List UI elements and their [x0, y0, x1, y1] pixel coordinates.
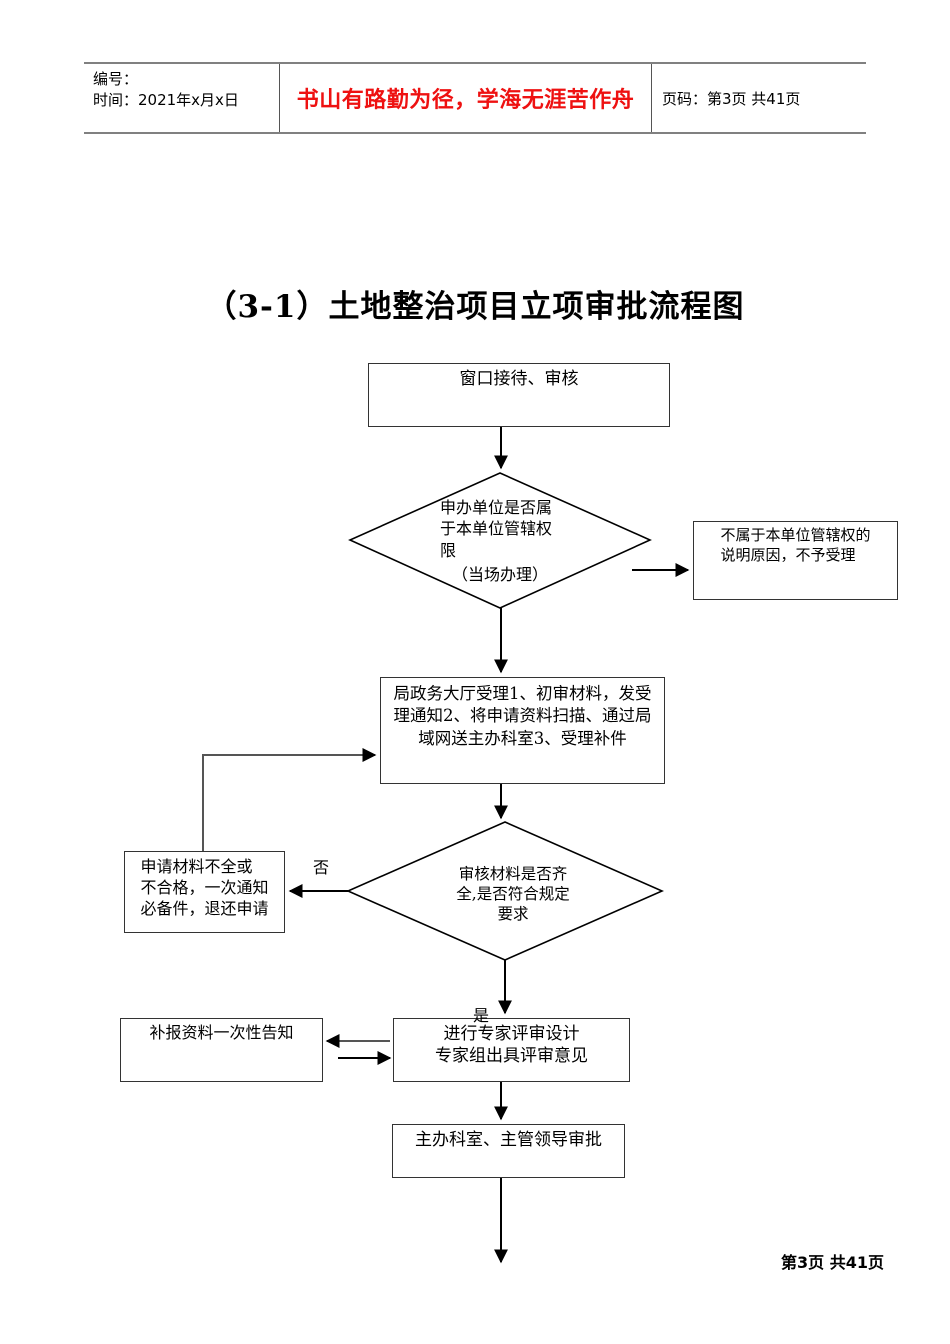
node-window-reception: 窗口接待、审核	[368, 363, 670, 427]
node-hall-acceptance-text: 局政务大厅受理1、初审材料，发受 理通知2、将申请资料扫描、通过局 域网送主办科…	[393, 684, 652, 748]
header-page-indicator: 页码：第3页 共41页	[662, 89, 801, 108]
node-department-approval-text: 主办科室、主管领导审批	[415, 1130, 602, 1150]
footer-page-number: 第3页 共41页	[781, 1253, 884, 1272]
node-department-approval: 主办科室、主管领导审批	[392, 1124, 625, 1178]
node-window-reception-text: 窗口接待、审核	[459, 369, 579, 389]
node-expert-review: 进行专家评审设计 专家组出具评审意见	[393, 1018, 630, 1082]
header-time-label: 时间：2021年x月x日	[93, 91, 239, 110]
node-reject-notice: 不属于本单位管辖权的 说明原因，不予受理	[693, 521, 898, 600]
page-title: （3-1）土地整治项目立项审批流程图	[205, 289, 745, 325]
node-expert-review-text: 进行专家评审设计 专家组出具评审意见	[435, 1024, 588, 1067]
edge-label-no: 否	[313, 858, 330, 877]
header-slogan-text: 书山有路勤为径，学海无涯苦作舟	[296, 87, 635, 113]
node-supplement-notice-text: 补报资料一次性告知	[149, 1023, 294, 1042]
header-cell-code: 编号： 时间：2021年x月x日	[84, 64, 280, 132]
node-hall-acceptance: 局政务大厅受理1、初审材料，发受 理通知2、将申请资料扫描、通过局 域网送主办科…	[380, 677, 665, 784]
connector-incomplete-feedback-loop	[202, 748, 377, 851]
header-cell-slogan: 书山有路勤为径，学海无涯苦作舟	[280, 64, 652, 132]
edge-label-yes: 是	[473, 1006, 490, 1025]
node-jurisdiction-decision-subtext: （当场办理）	[452, 565, 549, 584]
header-cell-page-indicator: 页码：第3页 共41页	[652, 64, 866, 132]
node-supplement-notice: 补报资料一次性告知	[120, 1018, 323, 1082]
node-incomplete-material-text: 申请材料不全或 不合格，一次通知 必备件，退还申请	[140, 857, 269, 919]
document-header-table: 编号： 时间：2021年x月x日 书山有路勤为径，学海无涯苦作舟 页码：第3页 …	[84, 62, 866, 134]
node-incomplete-material: 申请材料不全或 不合格，一次通知 必备件，退还申请	[124, 851, 285, 933]
node-material-check-decision-text: 审核材料是否齐 全,是否符合规定 要求	[456, 865, 570, 924]
node-reject-notice-text: 不属于本单位管辖权的 说明原因，不予受理	[720, 526, 871, 564]
header-code-label: 编号：	[93, 70, 139, 88]
node-jurisdiction-decision-text: 申办单位是否属 于本单位管辖权 限	[440, 498, 553, 560]
